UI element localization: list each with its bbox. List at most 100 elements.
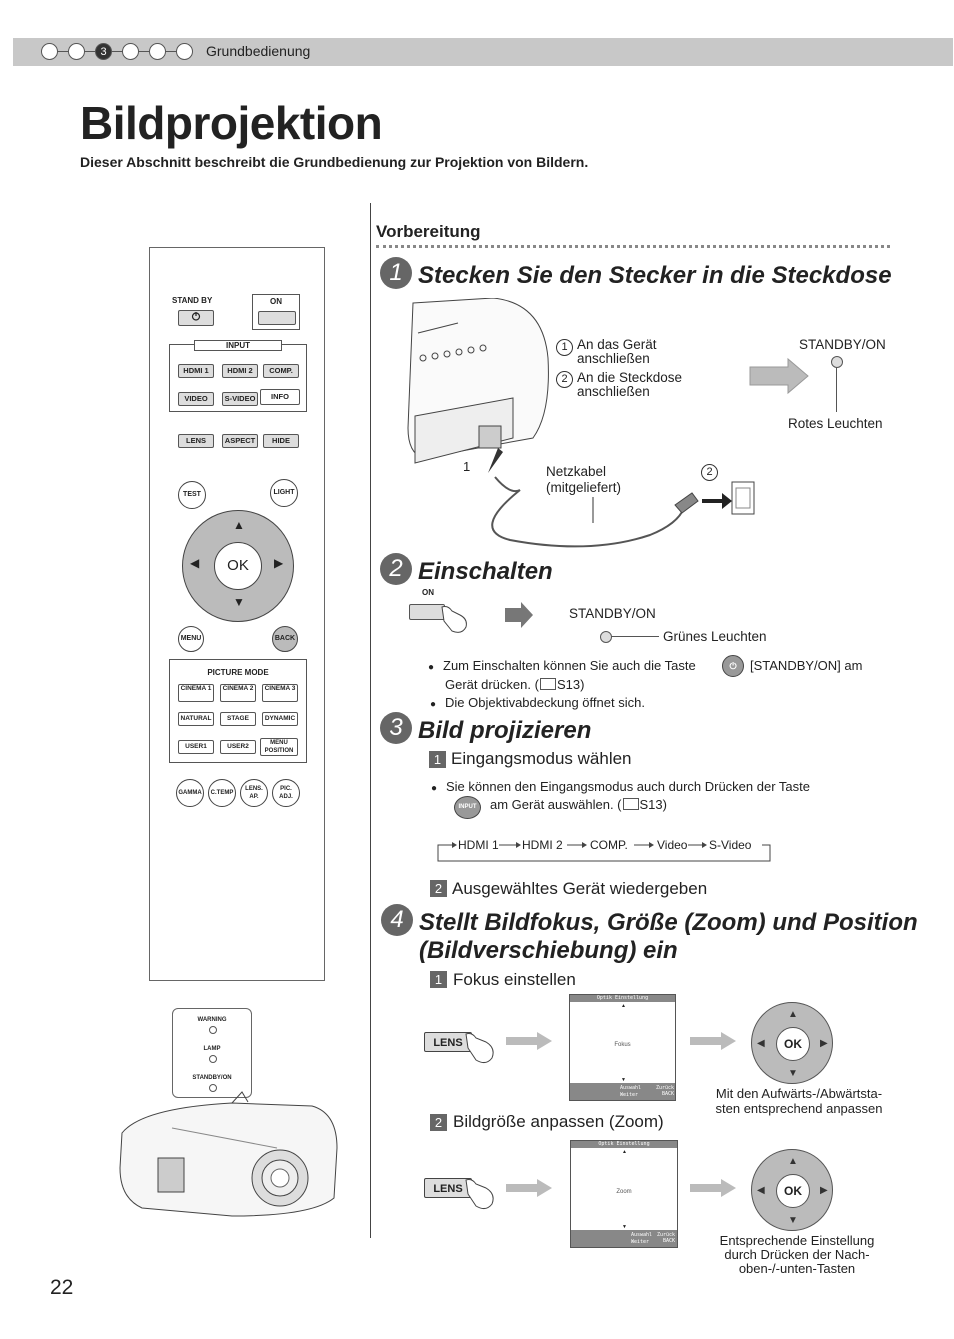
right-arrow-icon: ▶	[820, 1185, 828, 1196]
zoom-osd-screen: Optik Einstellung ▲ Zoom ▼ Auswahl Weite…	[570, 1140, 678, 1248]
ok-direction-pad: OK ▲ ▼ ◀ ▶	[751, 1149, 833, 1231]
remote-pic-adj-button: PIC. ADJ.	[272, 779, 300, 807]
zoom-caption: Entsprechende Einstellung durch Drücken …	[719, 1233, 875, 1276]
remote-test-button: TEST	[178, 481, 206, 509]
right-arrow-icon: ▶	[820, 1038, 828, 1049]
remote-video-button: VIDEO	[178, 392, 214, 406]
remote-menu-position-button: MENU POSITION	[260, 738, 298, 756]
zoom-lens-button: LENS	[424, 1178, 472, 1198]
remote-user2-button: USER2	[220, 740, 256, 754]
step-2-on-label: ON	[422, 588, 434, 597]
step-3-ref: S13)	[639, 797, 667, 812]
step-4-heading-line-2: (Bildverschiebung) ein	[419, 937, 678, 964]
ok-direction-pad: OK ▲ ▼ ◀ ▶	[751, 1002, 833, 1084]
step-3-bullet-1a: Sie können den Eingangsmodus auch durch …	[431, 779, 810, 797]
step-4-number: 4	[381, 904, 413, 936]
remote-lens-button: LENS	[178, 434, 214, 448]
osd-title: Optik Einstellung	[571, 1141, 677, 1148]
pressing-hand-icon	[465, 1033, 494, 1064]
chapter-dot-current: 3	[95, 43, 112, 60]
step-2-bullet-1-c: Gerät drücken. (	[445, 677, 539, 692]
remote-picture-mode-label: PICTURE MODE	[207, 668, 269, 677]
remote-hide-button: HIDE	[263, 434, 299, 448]
step-2-bullet-1: Zum Einschalten können Sie auch die Tast…	[428, 658, 696, 676]
gray-arrow-icon	[506, 1032, 552, 1050]
osd-down-icon: ▼	[622, 1224, 627, 1230]
input-cycle-diagram	[437, 842, 771, 862]
osd-back-key: BACK	[663, 1238, 676, 1244]
chapter-dot-1	[41, 43, 58, 60]
step-1-standby-label: STANDBY/ON	[799, 337, 886, 352]
osd-footer: Auswahl Weiter Zurück BACK	[570, 1083, 675, 1100]
chapter-dot-4	[122, 43, 139, 60]
osd-item: Fokus	[614, 1042, 631, 1049]
step-4-sub-1-heading: Fokus einstellen	[453, 970, 576, 989]
chapter-dot-5	[149, 43, 166, 60]
page-title: Bildprojektion	[80, 97, 383, 149]
pressing-hand-icon	[441, 606, 467, 633]
book-icon	[539, 678, 556, 690]
down-arrow-icon: ▼	[788, 1215, 798, 1226]
lamp-label: LAMP	[203, 1046, 221, 1052]
osd-down-icon: ▼	[621, 1077, 626, 1083]
osd-next: Weiter	[631, 1239, 650, 1245]
book-icon	[622, 798, 639, 810]
vorbereitung-heading: Vorbereitung	[376, 222, 481, 241]
pressing-hand-icon	[465, 1179, 494, 1210]
cable-label: Netzkabel (mitgeliefert)	[546, 464, 622, 495]
indicator-leader-line	[836, 367, 837, 412]
step-2-ref: S13)	[556, 677, 585, 692]
red-light-label: Rotes Leuchten	[788, 416, 883, 431]
remote-ok-button: OK	[214, 542, 262, 590]
remote-lens-ap-button: LENS. AP.	[240, 779, 268, 807]
left-arrow-icon: ◀	[757, 1185, 765, 1196]
remote-hdmi1-button: HDMI 1	[178, 364, 214, 378]
remote-gamma-button: GAMMA	[176, 779, 204, 807]
osd-back: Zurück	[657, 1232, 676, 1238]
note-2-text: An die Steckdose anschließen	[577, 370, 683, 399]
warning-indicator	[209, 1026, 217, 1034]
green-leader-line	[611, 636, 659, 637]
step-2-bullet-1-text-b: [STANDBY/ON] am	[750, 658, 863, 673]
step-3-number: 3	[380, 712, 412, 744]
remote-comp-button: COMP.	[263, 364, 299, 378]
ok-button: OK	[776, 1174, 810, 1208]
header-band: 3 Grundbedienung	[13, 38, 953, 66]
chapter-dot-2	[68, 43, 85, 60]
flow-video: Video	[657, 838, 688, 852]
projector-illustration	[119, 1091, 338, 1217]
step-3-heading: Bild projizieren	[418, 717, 592, 744]
intro-text: Dieser Abschnitt beschreibt die Grundbed…	[80, 154, 589, 170]
standby-indicator	[209, 1084, 217, 1092]
flow-hdmi1: HDMI 1	[458, 838, 499, 852]
step-1-heading: Stecken Sie den Stecker in die Steckdose	[418, 262, 892, 289]
step-1-number: 1	[380, 257, 412, 289]
osd-item: Zoom	[616, 1188, 632, 1195]
power-icon	[191, 312, 201, 321]
remote-ctemp-button: C.TEMP	[208, 779, 236, 807]
standby-red-indicator	[831, 356, 843, 368]
osd-footer: Auswahl Weiter Zurück BACK	[571, 1230, 677, 1247]
remote-picture-mode-group: PICTURE MODE	[169, 659, 307, 763]
remote-input-label: INPUT	[194, 340, 282, 351]
remote-control-illustration: STAND BY ON INPUT HDMI 1 HDMI 2 COMP. VI…	[149, 247, 325, 981]
ok-button: OK	[776, 1027, 810, 1061]
remote-aspect-button: ASPECT	[222, 434, 258, 448]
flow-comp: COMP.	[590, 838, 628, 852]
green-light-label: Grünes Leuchten	[663, 629, 767, 644]
gray-arrow-icon	[690, 1032, 736, 1050]
osd-back: Zurück	[656, 1085, 675, 1091]
step-4-sub-1-number: 1	[430, 971, 447, 988]
remote-cinema2-button: CINEMA 2	[220, 684, 256, 702]
input-button-icon: INPUT	[454, 796, 481, 819]
osd-next: Weiter	[620, 1092, 639, 1098]
remote-right-arrow-icon: ▶	[274, 556, 284, 570]
gray-arrow-icon	[506, 1179, 552, 1197]
dark-arrow-icon	[505, 602, 533, 628]
step-3-bullet-1b: am Gerät auswählen. (S13)	[490, 797, 667, 813]
remote-stage-button: STAGE	[220, 712, 256, 726]
step-4-heading-line-1: Stellt Bildfokus, Größe (Zoom) und Posit…	[419, 909, 918, 936]
focus-osd-screen: Optik Einstellung ▲ Fokus ▼ Auswahl Weit…	[569, 994, 676, 1101]
remote-back-button: BACK	[272, 626, 298, 652]
step-2-bullet-1-text-a: Zum Einschalten können Sie auch die Tast…	[443, 658, 696, 673]
